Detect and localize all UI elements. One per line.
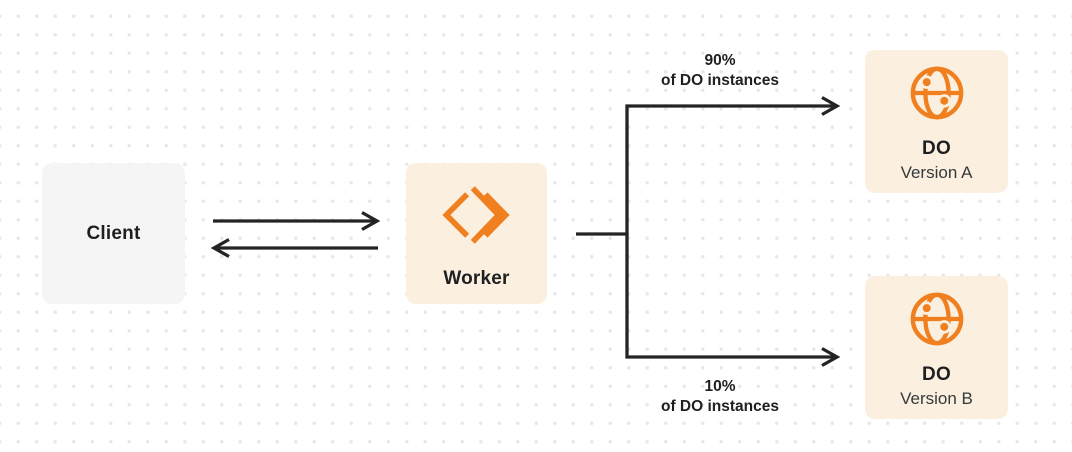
node-client: Client [42,163,185,304]
do-b-title: DO [922,364,951,385]
edge-label-10-percent-caption: of DO instances [661,398,779,415]
durable-object-globe-icon [910,292,963,346]
connector-fork [625,104,836,359]
do-a-title: DO [922,138,951,159]
arrowhead-worker-to-client [210,238,230,258]
do-b-subtitle: Version B [900,389,973,408]
worker-label: Worker [443,268,510,289]
arrowhead-to-do-a [821,96,841,116]
durable-object-globe-icon [910,66,963,120]
edge-label-90-percent-value: 90% [704,52,736,69]
arrowhead-to-do-b [821,347,841,367]
arrowhead-client-to-worker [361,211,381,231]
node-worker: Worker [406,163,547,304]
cloudflare-workers-icon [441,186,510,244]
edge-label-90-percent-caption: of DO instances [661,72,779,89]
node-do-version-a: DO Version A [865,50,1008,193]
node-do-version-b: DO Version B [865,276,1008,419]
client-label: Client [86,222,141,244]
edge-label-10-percent-value: 10% [704,378,736,395]
do-a-subtitle: Version A [900,163,973,182]
edge-label-90-percent: 90% of DO instances [620,51,820,91]
edge-label-10-percent: 10% of DO instances [620,377,820,417]
